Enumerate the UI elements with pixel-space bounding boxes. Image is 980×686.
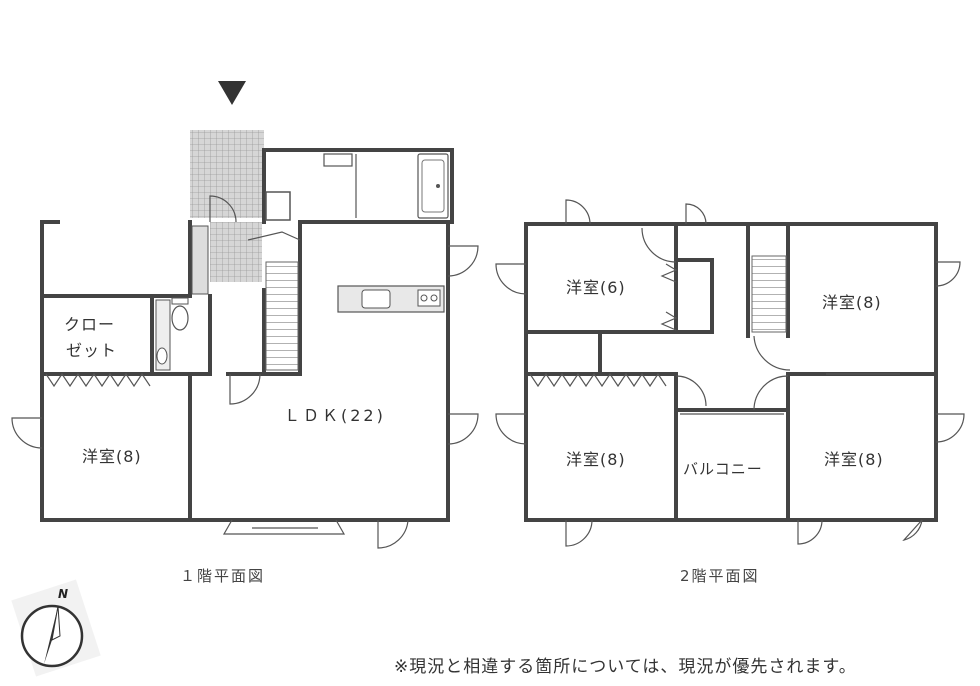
- north-compass-icon: [11, 579, 101, 677]
- floor2-caption: 2階平面図: [680, 567, 760, 585]
- room-label-ldk: ＬＤＫ(22): [284, 406, 386, 425]
- entry-tile: [210, 222, 262, 282]
- floor1-plan: [11, 81, 479, 549]
- porch-tile: [190, 130, 264, 218]
- floor1-caption: １階平面図: [180, 567, 266, 585]
- stairs-floor2: [751, 255, 787, 333]
- room-label-closet: クロー ゼット: [64, 312, 117, 364]
- stove: [417, 289, 441, 307]
- vanity: [323, 153, 353, 167]
- room-label-western-se: 洋室(8): [824, 450, 884, 469]
- room-label-western-small: 洋室(6): [566, 278, 626, 297]
- footnote: ※現況と相違する箇所については、現況が優先されます。: [394, 657, 857, 677]
- balcony-outline: [674, 408, 790, 522]
- closet-label-line1: クロー: [64, 315, 116, 334]
- sink: [361, 289, 391, 309]
- floor2-plan: [495, 199, 965, 547]
- room-label-western-ne: 洋室(8): [822, 293, 882, 312]
- closet-label-line2: ゼット: [66, 341, 118, 360]
- compass-north-label: N: [58, 587, 69, 601]
- toilet-bowl: [171, 305, 189, 331]
- entrance-arrow-icon: [218, 81, 246, 105]
- shoe-cabinet: [191, 225, 209, 295]
- room-label-western-1f: 洋室(8): [82, 447, 142, 466]
- bathtub: [417, 153, 449, 219]
- room-label-balcony: バルコニー: [683, 460, 763, 478]
- room-label-western-sw: 洋室(8): [566, 450, 626, 469]
- stairs-floor1: [265, 261, 299, 371]
- washing-machine: [265, 191, 291, 221]
